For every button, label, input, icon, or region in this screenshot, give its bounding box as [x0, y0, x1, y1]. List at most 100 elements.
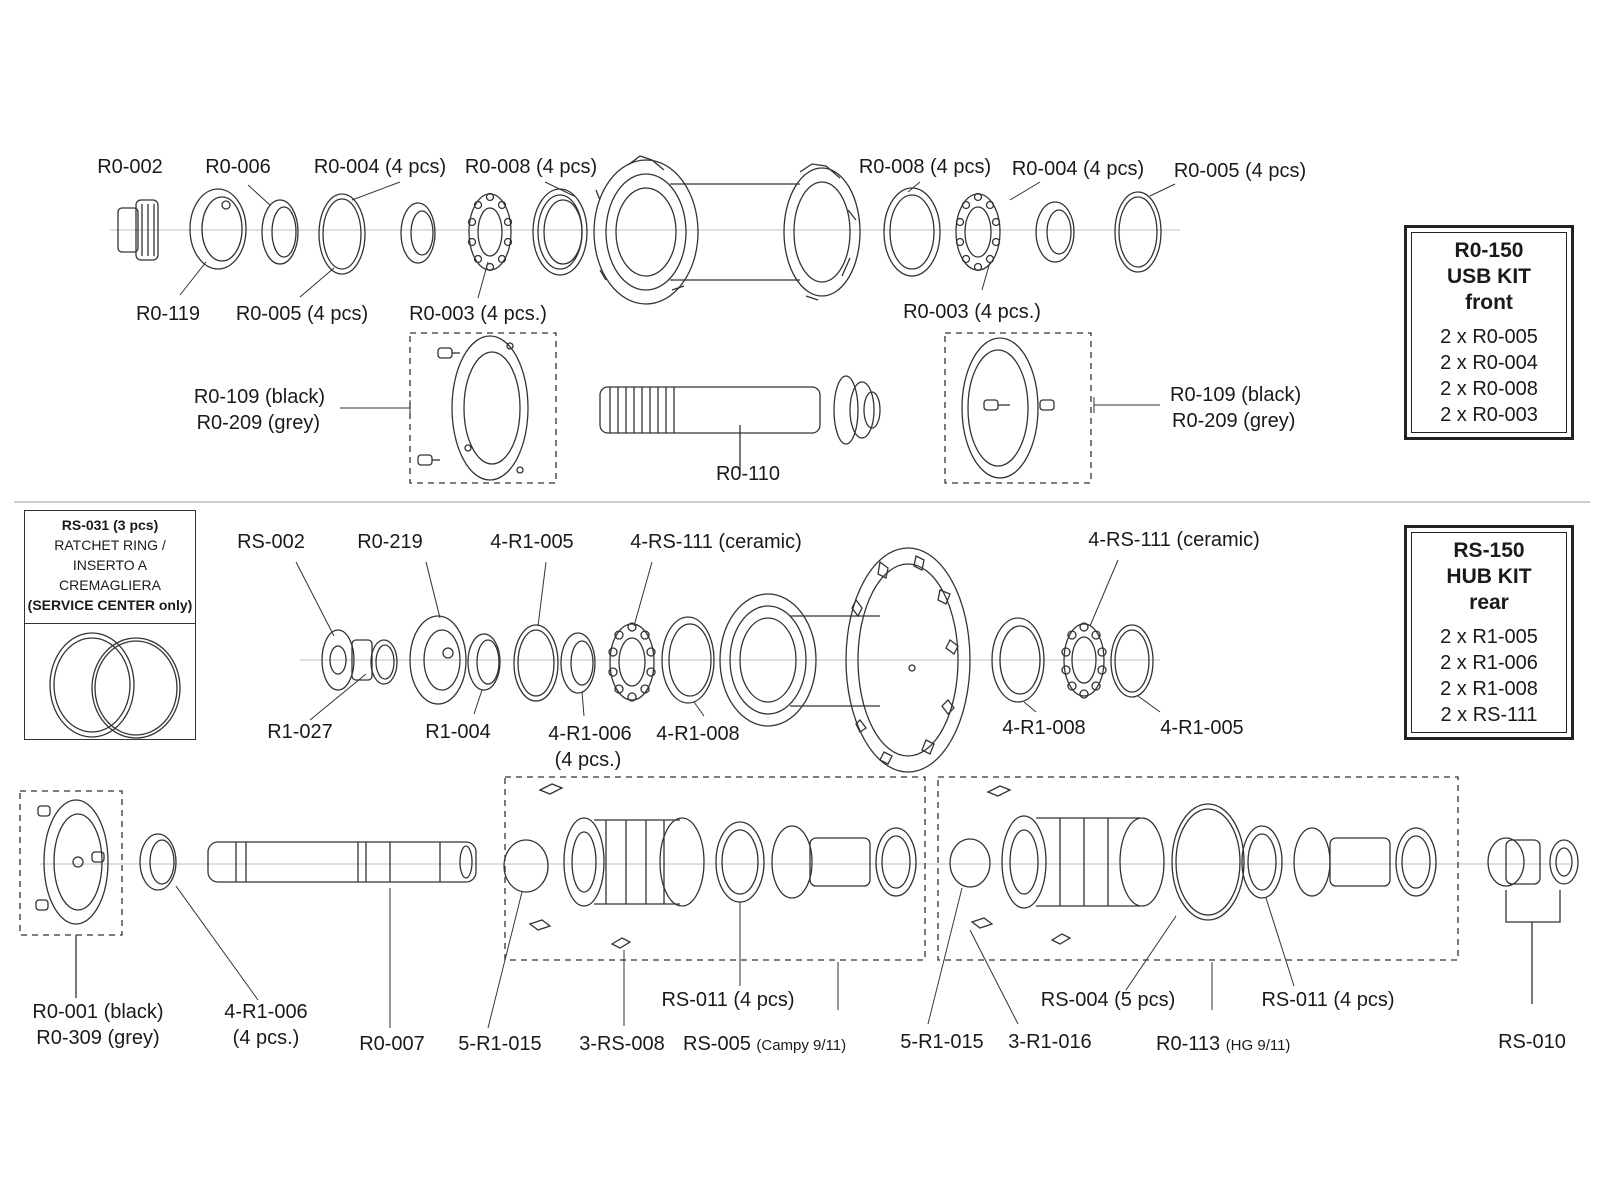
part-r1-027: [371, 640, 397, 684]
label-r1-006-a-qty: (4 pcs.): [554, 749, 622, 771]
front-leader-lines: [180, 182, 1175, 416]
label-r1-006-a: 4-R1-006: [548, 723, 632, 745]
label-rs-005: RS-005 (Campy 9/11): [683, 1032, 846, 1058]
label-r0-007: R0-007: [359, 1033, 425, 1055]
label-rs-011-a: RS-011 (4 pcs): [661, 989, 795, 1011]
ratchet-code: RS-031 (3 pcs): [61, 517, 159, 533]
ratchet-box-divider: [25, 623, 195, 624]
part-r0-004-front-b: [1036, 202, 1074, 262]
front-kit-code: R0-150: [1454, 239, 1524, 262]
rs-005-code: RS-005: [683, 1033, 751, 1055]
front-kit-box: R0-150 USB KIT front 2 x R0-005 2 x R0-0…: [1404, 225, 1574, 440]
front-kit-item: 2 x R0-008: [1440, 378, 1538, 400]
rear-kit-box: RS-150 HUB KIT rear 2 x R1-005 2 x R1-00…: [1404, 525, 1574, 740]
label-r0-003-a: R0-003 (4 pcs.): [409, 303, 547, 325]
ratchet-desc-en: RATCHET RING /: [54, 537, 166, 553]
label-r1-006-b-qty: (4 pcs.): [232, 1027, 300, 1049]
part-rs-111-b: [1062, 623, 1106, 698]
part-r1-004: [468, 634, 500, 690]
label-r1-008-b: 4-R1-008: [1002, 717, 1086, 739]
front-kit-item: 2 x R0-004: [1440, 352, 1538, 374]
label-rs-004: RS-004 (5 pcs): [1040, 989, 1176, 1011]
label-r0-119: R0-119: [135, 303, 201, 325]
label-r0-008-a: R0-008 (4 pcs): [464, 156, 598, 178]
front-left-cover: [410, 333, 556, 483]
label-r0-008-b: R0-008 (4 pcs): [858, 156, 992, 178]
label-r1-016: 3-R1-016: [1008, 1031, 1092, 1053]
part-rs-010: [1488, 838, 1578, 1004]
rear-upper-leader-lines: [296, 560, 1160, 720]
rear-kit-item: 2 x R1-006: [1440, 652, 1538, 674]
label-rs-002: RS-002: [237, 531, 305, 553]
part-r1-005-b: [1111, 625, 1153, 697]
label-r1-005-a: 4-R1-005: [490, 531, 574, 553]
r0-113-note: (HG 9/11): [1225, 1037, 1291, 1054]
label-r0-003-b: R0-003 (4 pcs.): [903, 301, 1041, 323]
rs-005-note: (Campy 9/11): [756, 1037, 847, 1054]
part-r0-002: [118, 200, 158, 260]
ratchet-ring-box: RS-031 (3 pcs) RATCHET RING / INSERTO A …: [24, 510, 196, 740]
rear-kit-position: rear: [1469, 591, 1509, 614]
part-rs-111-a: [609, 623, 655, 701]
part-r1-008-b: [992, 618, 1044, 702]
part-rear-hub-body: [720, 548, 970, 772]
front-kit-name: USB KIT: [1447, 265, 1531, 288]
part-r0-003-front-b: [956, 194, 1000, 271]
part-r0-007-axle: [208, 842, 476, 882]
label-rs-011-b: RS-011 (4 pcs): [1261, 989, 1395, 1011]
part-r0-001-cover: [20, 791, 122, 998]
label-r1-004: R1-004: [425, 721, 491, 743]
label-r0-004-a: R0-004 (4 pcs): [313, 156, 447, 178]
label-r0-001: R0-001 (black): [32, 1001, 164, 1023]
label-r0-219: R0-219: [357, 531, 423, 553]
label-r1-006-b: 4-R1-006: [224, 1001, 308, 1023]
label-r0-005-a: R0-005 (4 pcs): [235, 303, 369, 325]
part-r1-005-a: [514, 625, 558, 701]
part-rs-031-ratchet-rings: [50, 633, 180, 738]
rear-kit-item: 2 x R1-005: [1440, 626, 1538, 648]
front-right-cover: [945, 333, 1091, 483]
part-r0-219: [410, 616, 466, 704]
rear-lower-leader-lines: [176, 886, 1294, 1028]
ratchet-service-note: (SERVICE CENTER only): [27, 597, 193, 613]
label-rs-010: RS-010: [1498, 1031, 1566, 1053]
part-r0-005-front: [319, 194, 365, 274]
ratchet-desc-it-2: CREMAGLIERA: [59, 577, 161, 593]
label-r0-109-right: R0-109 (black): [1170, 384, 1302, 406]
label-r0-209-right: R0-209 (grey): [1172, 410, 1296, 432]
part-r0-005-front-b: [1115, 192, 1161, 272]
label-r1-027: R1-027: [267, 721, 333, 743]
part-r0-003-front: [469, 194, 512, 271]
r0-113-code: R0-113: [1156, 1033, 1221, 1055]
rear-kit-code: RS-150: [1453, 539, 1525, 562]
label-rs-111-b: 4-RS-111 (ceramic): [1088, 529, 1260, 551]
label-r1-008-a: 4-R1-008: [656, 723, 740, 745]
part-r1-006-a: [561, 633, 595, 693]
part-rs-002: [322, 630, 372, 690]
label-r1-015-b: 5-R1-015: [900, 1031, 984, 1053]
hg-freehub-group: [938, 777, 1458, 960]
label-r0-110: R0-110: [715, 463, 781, 485]
rear-kit-item: 2 x R1-008: [1440, 678, 1538, 700]
part-r1-006-b: [140, 834, 176, 890]
part-r0-004-front: [401, 203, 435, 263]
part-r0-110-axle: [600, 376, 880, 470]
part-r0-006: [262, 200, 298, 264]
campy-freehub-group: [504, 777, 925, 960]
front-kit-item: 2 x R0-003: [1440, 404, 1538, 426]
label-rs-111-a: 4-RS-111 (ceramic): [630, 531, 802, 553]
label-r1-005-b: 4-R1-005: [1160, 717, 1244, 739]
label-r0-309: R0-309 (grey): [36, 1027, 160, 1049]
label-r0-209-left: R0-209 (grey): [196, 412, 320, 434]
part-r0-008-front-b: [884, 188, 940, 276]
label-rs-008: 3-RS-008: [579, 1033, 665, 1055]
front-kit-position: front: [1465, 291, 1513, 314]
front-kit-item: 2 x R0-005: [1440, 326, 1538, 348]
ratchet-desc-it-1: INSERTO A: [72, 557, 148, 573]
label-r0-005-b: R0-005 (4 pcs): [1173, 160, 1307, 182]
part-r0-008-front: [533, 189, 587, 275]
label-r0-109-left: R0-109 (black): [193, 386, 325, 408]
label-r0-004-b: R0-004 (4 pcs): [1011, 158, 1145, 180]
